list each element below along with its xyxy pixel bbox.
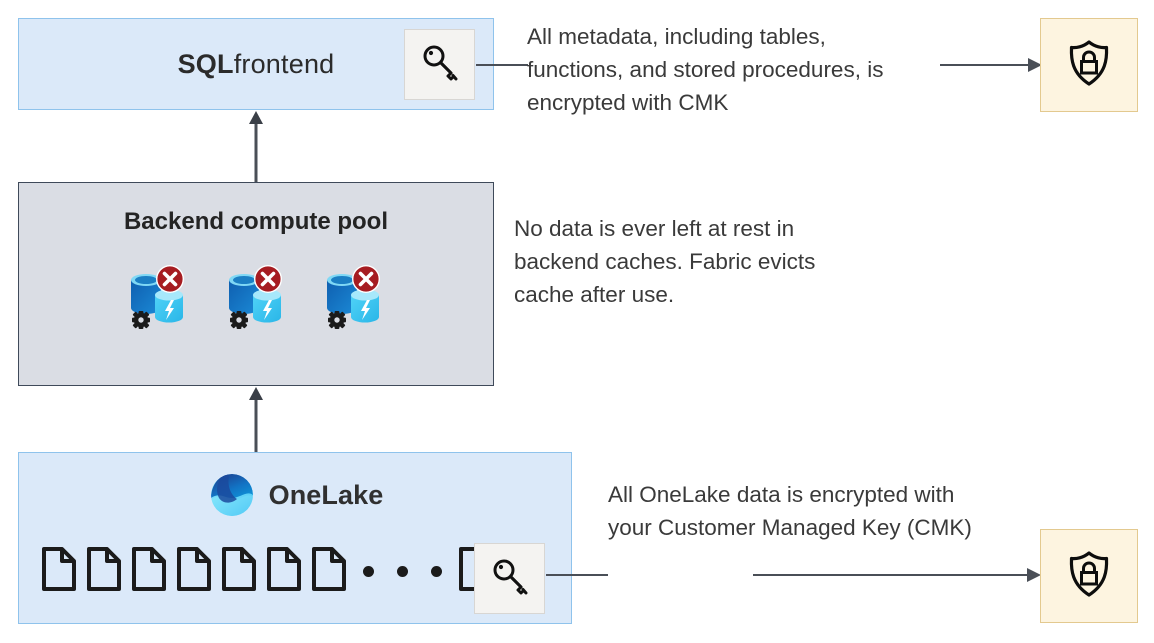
note-onelake-cmk: All OneLake data is encrypted with your … [608,482,972,540]
file-icon [40,546,78,597]
onelake-label: OneLake [268,480,384,510]
shield-lock-icon [1063,548,1115,605]
arrow-sql-note-to-shield [940,58,1042,72]
arrow-backend-to-sql [249,111,263,182]
note-sql-metadata: All metadata, including tables, function… [527,24,884,115]
onelake-brand: OneLake [18,468,572,523]
onelake-logo-icon [207,468,257,523]
arrow-onelake-note-to-shield [753,568,1041,582]
sql-frontend-title-rest: frontend [233,48,335,79]
compute-node-cache-disabled-icon [219,262,293,336]
shield-lock-icon [1063,37,1115,94]
file-icon [175,546,213,597]
shield-box-bottom [1040,529,1138,623]
sql-frontend-title-bold: SQL [177,48,234,79]
backend-compute-pool-title: Backend compute pool [123,208,389,235]
key-badge-onelake[interactable] [474,543,545,614]
key-badge-sql[interactable] [404,29,475,100]
connector-onelake-key-to-note [546,574,608,576]
file-icon [265,546,303,597]
compute-node-cache-disabled-icon [317,262,391,336]
file-icon [310,546,348,597]
shield-box-top [1040,18,1138,112]
compute-node-cache-disabled-icon [121,262,195,336]
key-icon [418,40,462,89]
file-icon [220,546,258,597]
connector-sql-key-to-note [476,64,528,66]
onelake-file-row [40,546,495,597]
ellipsis-dot [363,566,374,577]
arrow-onelake-to-backend [249,387,263,452]
file-icon [130,546,168,597]
file-icon [85,546,123,597]
sql-frontend-title: SQL frontend [18,18,494,110]
compute-node-row [18,262,494,336]
note-backend-cache: No data is ever left at rest in backend … [514,216,816,307]
ellipsis-dot [431,566,442,577]
ellipsis-dot [397,566,408,577]
key-icon [488,554,532,603]
